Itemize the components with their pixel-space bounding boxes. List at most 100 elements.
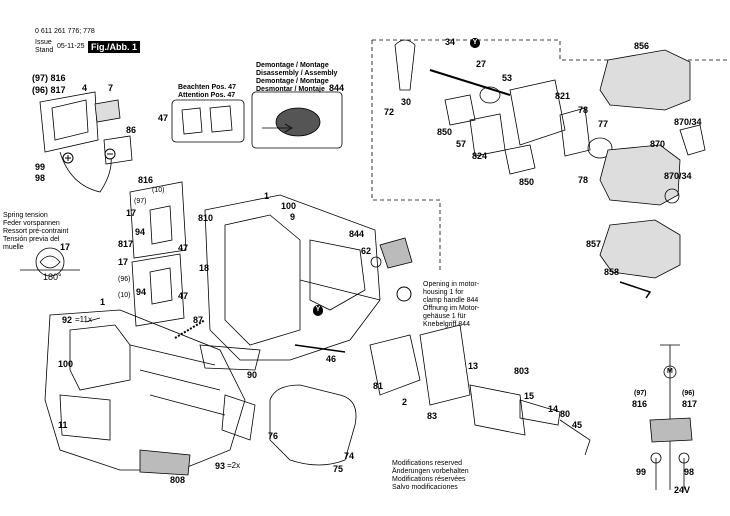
part-label: (97) 816 [32, 73, 66, 83]
part-label: 94 [135, 227, 146, 237]
part-label: 17 [60, 242, 71, 252]
part-label: 817 [118, 239, 134, 249]
note-demontage-2: Disassembly / Assembly [256, 70, 338, 77]
part-label: 13 [468, 361, 479, 371]
part-label: 11 [58, 420, 68, 430]
note-opening-4: Öffnung im Motor- [423, 305, 480, 312]
part-label: 99 [636, 467, 647, 477]
note-beachten-2: Attention Pos. 47 [178, 92, 236, 99]
part-label: 90 [247, 370, 258, 380]
part-label: 14 [548, 404, 559, 414]
part-label: 27 [476, 59, 487, 69]
note-mod-3: Modifications réservées [392, 476, 466, 483]
part-label: (97) [134, 198, 147, 205]
part-label: 2 [402, 397, 408, 407]
part-label: 810 [198, 213, 214, 223]
note-mod-4: Salvo modificaciones [392, 484, 458, 491]
note-mod-1: Modifications reserved [392, 460, 463, 467]
part-label: 817 [682, 399, 698, 409]
part-label: (96) 817 [32, 85, 66, 95]
part-label: 803 [514, 366, 530, 376]
part-label: 98 [684, 467, 695, 477]
part-label: 100 [58, 359, 74, 369]
part-label: 870/34 [674, 117, 702, 127]
part-label: 850 [519, 177, 535, 187]
part-label: 180° [43, 272, 62, 282]
part-label: 92 [62, 315, 73, 325]
part-label: 9 [290, 212, 296, 222]
note-demontage-1: Demontage / Montage [256, 62, 329, 69]
part-label: 53 [502, 73, 513, 83]
part-label: =11x [75, 315, 92, 324]
part-label: 821 [555, 91, 571, 101]
note-spring-2: Feder vorspannen [3, 220, 60, 227]
part-label: (96) [682, 390, 695, 397]
part-label: 62 [361, 246, 372, 256]
part-label: 870/34 [664, 171, 692, 181]
part-label: 72 [384, 107, 395, 117]
part-label: =2x [227, 461, 241, 470]
part-label: 34 [445, 37, 456, 47]
part-label: 99 [35, 162, 46, 172]
part-label: 18 [199, 263, 210, 273]
part-label: 850 [437, 127, 453, 137]
voltage-label: 24V [674, 485, 691, 495]
motor-symbol: M [667, 368, 673, 375]
part-label: (96) [118, 276, 131, 283]
issue-date: 05-11-25 [57, 43, 85, 50]
note-opening-2: housing 1 for [423, 289, 464, 296]
part-label: 1 [100, 297, 106, 307]
part-label: 76 [268, 431, 279, 441]
part-label: 87 [193, 315, 204, 325]
part-label: 78 [578, 105, 589, 115]
issue-label: Issue [35, 39, 52, 46]
note-opening-3: clamp handle 844 [423, 297, 479, 304]
part-label: 7 [108, 83, 114, 93]
note-demontage-3: Demontage / Montage [256, 78, 329, 85]
part-label: 78 [578, 175, 589, 185]
note-mod-2: Änderungen vorbehalten [392, 468, 469, 475]
part-label: 844 [329, 83, 345, 93]
part-label: (10) [152, 187, 165, 194]
part-label: 83 [427, 411, 438, 421]
note-opening-5: gehäuse 1 für [423, 313, 466, 320]
part-label: 94 [136, 287, 147, 297]
part-label: 30 [401, 97, 412, 107]
part-label: 100 [281, 201, 297, 211]
note-opening-1: Opening in motor- [423, 281, 480, 288]
note-opening-6: Knebelgriff 844 [423, 321, 470, 328]
part-label: 74 [344, 451, 355, 461]
note-spring-4: Tensión previa del [3, 236, 60, 243]
part-label: 816 [632, 399, 648, 409]
part-label: 47 [178, 291, 189, 301]
part-label: 47 [158, 113, 169, 123]
part-label: 93 [215, 461, 226, 471]
part-label: 824 [472, 151, 488, 161]
part-label: 15 [524, 391, 535, 401]
note-beachten-1: Beachten Pos. 47 [178, 84, 236, 91]
part-label: 77 [598, 119, 609, 129]
part-label: 857 [586, 239, 602, 249]
part-label: 47 [178, 243, 189, 253]
marker-y: Y [470, 38, 480, 48]
part-number: 0 611 261 776; 778 [35, 28, 95, 35]
part-label: 816 [138, 175, 154, 185]
part-label: 1 [264, 191, 270, 201]
part-label: 75 [333, 464, 344, 474]
part-label: 870 [650, 139, 666, 149]
part-label: 86 [126, 125, 137, 135]
note-spring-3: Ressort pré-contraint [3, 228, 69, 235]
part-label: 858 [604, 267, 620, 277]
part-label: 856 [634, 41, 650, 51]
part-label: 45 [572, 420, 583, 430]
stand-label: Stand [35, 47, 54, 54]
part-label: 98 [35, 173, 46, 183]
part-label: 844 [349, 229, 365, 239]
note-spring-5: muelle [3, 244, 24, 251]
note-spring-1: Spring tension [3, 212, 48, 219]
marker-y: Y [313, 305, 323, 315]
part-label: (10) [118, 292, 131, 299]
part-label: 46 [326, 354, 337, 364]
part-label: 80 [560, 409, 571, 419]
